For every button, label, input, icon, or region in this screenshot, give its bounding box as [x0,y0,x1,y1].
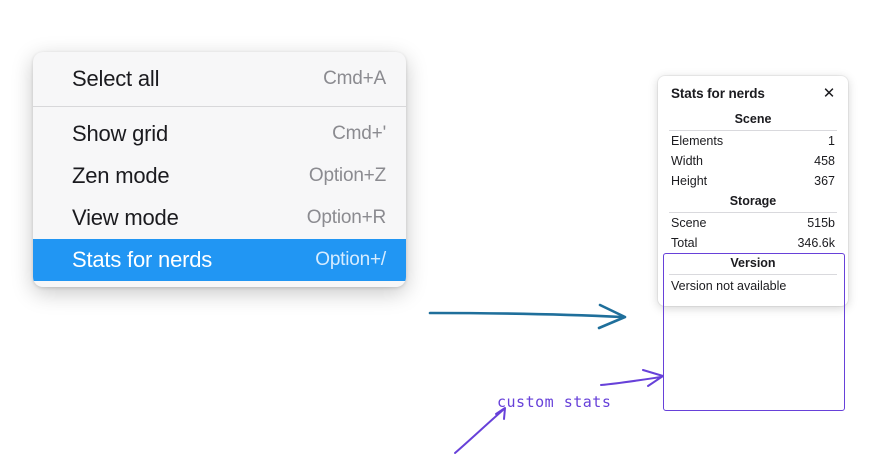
stats-row-key: Elements [671,134,724,148]
stats-row-value: 515b [807,216,835,230]
menu-separator [33,106,406,107]
menu-item-label: Show grid [72,121,169,146]
menu-item-stats-for-nerds[interactable]: Stats for nerds Option+/ [33,239,406,281]
menu-group-2: Show grid Cmd+' Zen mode Option+Z View m… [33,107,406,287]
blue-arrow-annotation [428,303,627,330]
menu-item-label: Stats for nerds [72,247,213,272]
stats-row-value: 346.6k [797,236,835,250]
stats-row-height: Height 367 [658,171,848,191]
version-note: Version not available [671,279,787,293]
divider [669,212,837,213]
stats-row-storage-total: Total 346.6k [658,233,848,253]
stats-row-key: Scene [671,216,707,230]
purple-arrow-annotation [600,369,664,387]
section-heading-scene: Scene [734,112,772,126]
menu-item-show-grid[interactable]: Show grid Cmd+' [33,113,406,155]
divider [669,130,837,131]
menu-item-label: Zen mode [72,163,170,188]
stats-row-value: 458 [814,154,835,168]
menu-item-shortcut: Option+/ [315,249,386,270]
annotation-label-custom-stats: custom stats [497,393,612,411]
stats-panel-title: Stats for nerds [671,85,765,101]
stats-row-value: 1 [828,134,835,148]
stats-row-key: Total [671,236,698,250]
stats-row-width: Width 458 [658,151,848,171]
menu-item-zen-mode[interactable]: Zen mode Option+Z [33,155,406,197]
close-icon[interactable]: ✕ [822,84,836,102]
menu-item-view-mode[interactable]: View mode Option+R [33,197,406,239]
menu-item-shortcut: Option+R [306,207,386,228]
stats-row-value: 367 [814,174,835,188]
menu-item-shortcut: Cmd+A [323,68,386,89]
stats-row-key: Width [671,154,703,168]
stats-panel-header: Stats for nerds ✕ [658,85,848,101]
section-heading-storage: Storage [729,194,777,208]
stats-panel: Stats for nerds ✕ Scene Elements 1 Width… [658,76,848,306]
menu-item-label: View mode [72,205,179,230]
stats-row-elements: Elements 1 [658,131,848,151]
menu-item-select-all[interactable]: Select all Cmd+A [33,58,406,100]
divider [669,274,837,275]
menu-item-shortcut: Cmd+' [332,123,386,144]
menu-item-shortcut: Option+Z [308,165,386,186]
section-heading-version: Version [730,256,776,270]
menu-group-1: Select all Cmd+A [33,52,406,106]
stats-row-key: Height [671,174,708,188]
stats-row-storage-scene: Scene 515b [658,213,848,233]
purple-arrow-annotation-2 [454,407,506,454]
context-menu[interactable]: Select all Cmd+A Show grid Cmd+' Zen mod… [33,52,406,287]
menu-item-label: Select all [72,66,160,91]
